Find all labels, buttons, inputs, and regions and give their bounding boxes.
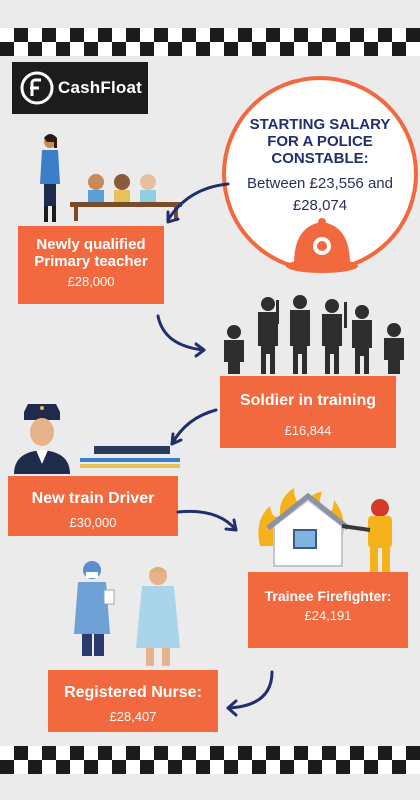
career-salary: £28,407	[109, 709, 157, 724]
career-title: Trainee Firefighter:	[264, 588, 392, 604]
teacher-classroom-icon	[40, 134, 182, 222]
brand-name: CashFloat	[58, 78, 142, 97]
arrow-to-nurse	[226, 670, 274, 710]
police-salary-title: STARTING SALARY FOR A POLICE CONSTABLE:	[249, 116, 391, 167]
career-title: New train Driver	[31, 490, 155, 507]
career-card-firefighter: Trainee Firefighter: £24,191	[248, 572, 408, 648]
career-title: Soldier in training	[239, 392, 376, 409]
career-title: Registered Nurse:	[64, 684, 202, 701]
career-card-nurse: Registered Nurse: £28,407	[48, 670, 218, 732]
train-driver-icon	[14, 404, 180, 474]
checkered-border-top	[0, 28, 420, 56]
career-salary: £28,000	[67, 274, 115, 289]
police-helmet-icon	[286, 218, 358, 273]
arrow-to-firefighter	[176, 509, 238, 532]
career-card-soldier: Soldier in training £16,844	[220, 376, 396, 448]
nurse-patient-icon	[74, 561, 180, 666]
cashfloat-logo: CashFloat	[12, 62, 148, 114]
career-title: Newly qualified Primary teacher	[34, 236, 148, 270]
cashfloat-logo-icon	[20, 71, 54, 105]
arrow-to-soldier	[156, 314, 206, 352]
career-card-train-driver: New train Driver £30,000	[8, 476, 178, 536]
firefighter-house-fire-icon	[258, 488, 392, 574]
checkered-border-bottom	[0, 746, 420, 774]
career-salary: £24,191	[304, 608, 352, 623]
career-salary: £30,000	[69, 515, 117, 530]
career-salary: £16,844	[284, 423, 332, 438]
career-card-teacher: Newly qualified Primary teacher £28,000	[18, 226, 164, 304]
soldiers-silhouette-icon	[224, 295, 404, 374]
police-salary-value: Between £23,556 and £28,074	[247, 175, 393, 214]
